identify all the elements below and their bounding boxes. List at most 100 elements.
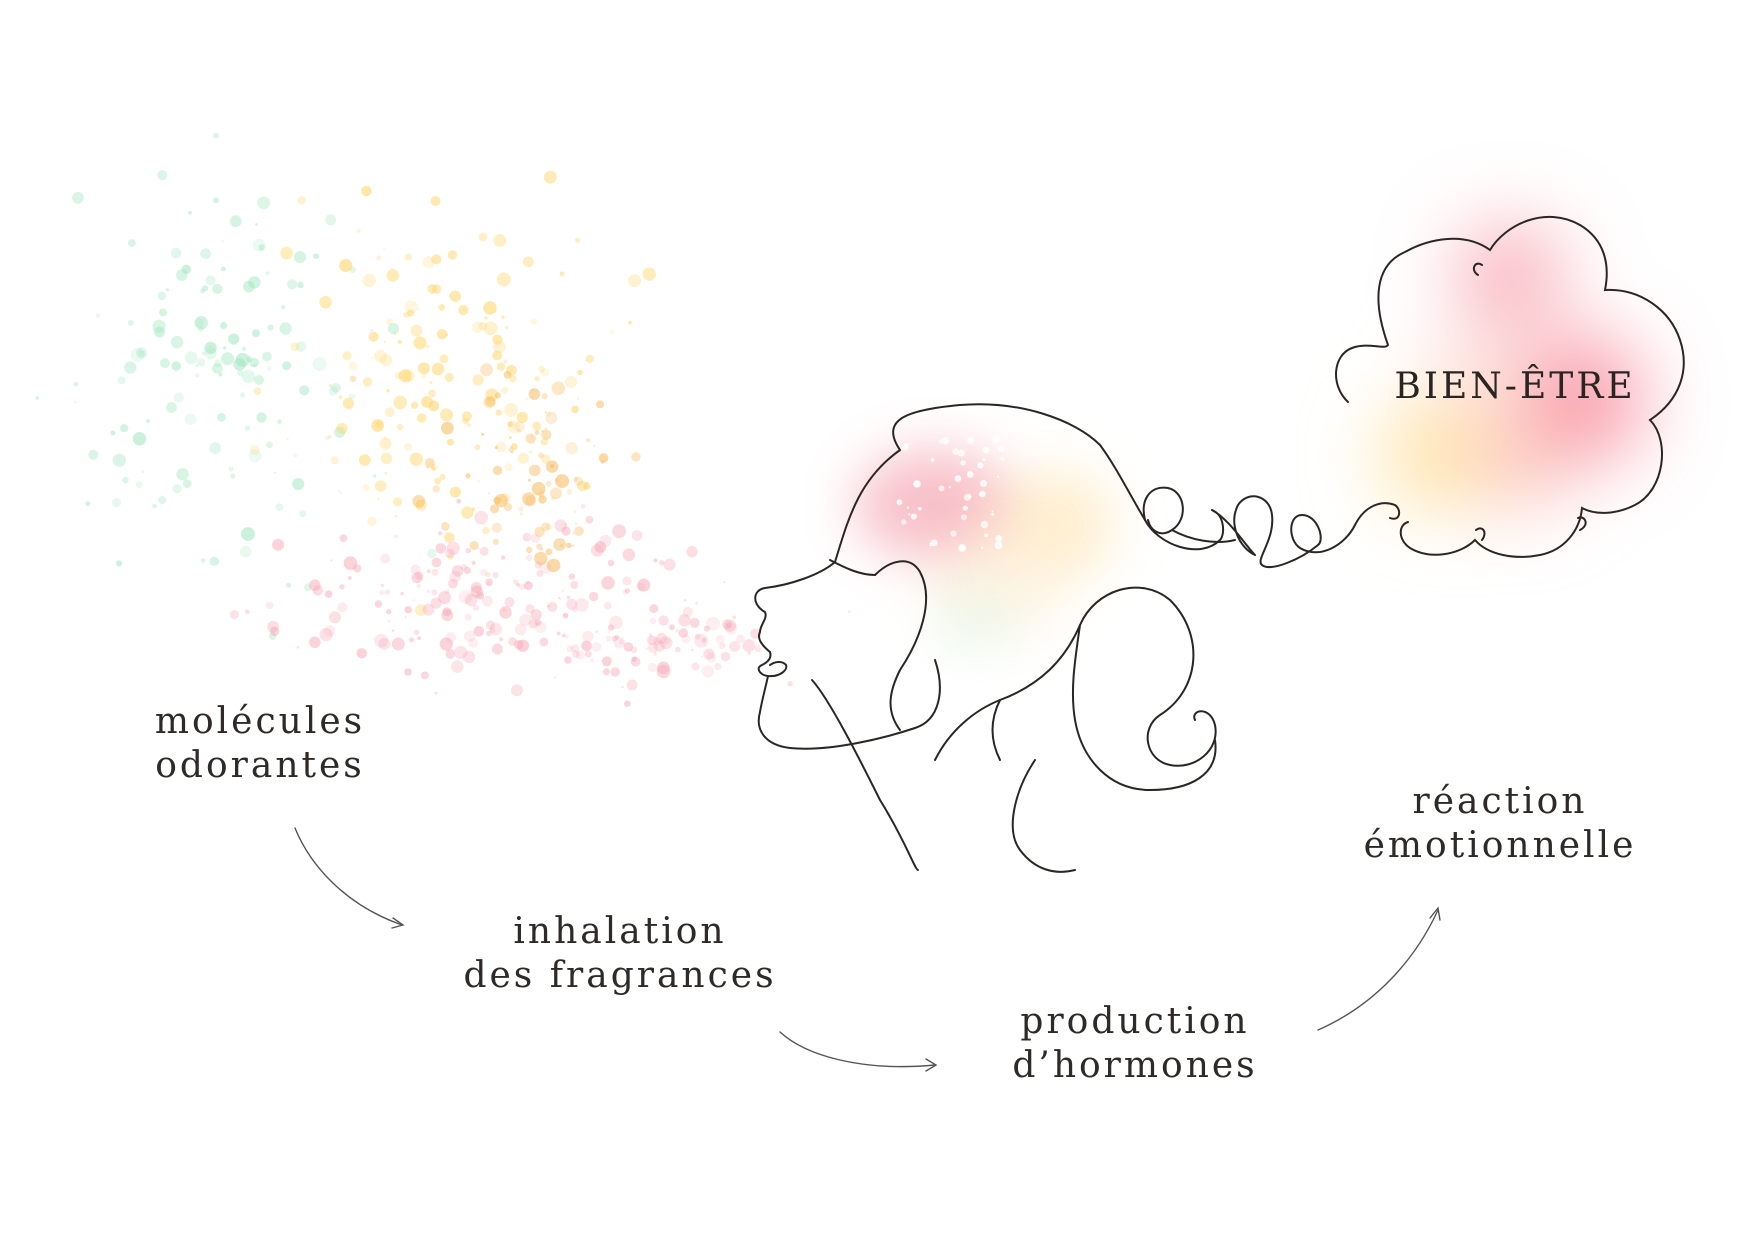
odor-particle [474, 444, 481, 451]
odor-particle [141, 470, 145, 474]
odor-particle [478, 321, 488, 331]
odor-particle [394, 514, 398, 518]
odor-particle [337, 602, 348, 613]
odor-particle [200, 558, 206, 563]
odor-particle [583, 482, 591, 490]
odor-particle [254, 375, 264, 385]
odor-particle [447, 553, 454, 560]
sparkle-dot [960, 460, 966, 466]
odor-particle [495, 409, 502, 416]
odor-particle [571, 544, 575, 547]
odor-particle [630, 646, 638, 653]
odor-particle [239, 545, 252, 558]
sparkle-dot [991, 510, 994, 513]
odor-particle [517, 452, 529, 464]
odor-particle [417, 362, 430, 375]
odor-particle [445, 548, 455, 559]
odor-particle [562, 612, 569, 619]
odor-particle [611, 635, 618, 642]
odor-particle [580, 504, 586, 509]
odor-particle [431, 568, 439, 576]
odor-particle [228, 333, 240, 345]
sparkle-dot [966, 471, 974, 478]
odor-particle [330, 456, 339, 465]
odor-particle [664, 638, 671, 645]
odor-particle [124, 361, 137, 374]
odor-particle [444, 589, 450, 595]
odor-particle [112, 453, 126, 467]
odor-particle [581, 640, 592, 652]
odor-particle [575, 598, 589, 612]
odor-particle [596, 400, 605, 409]
step-odor-molecules-line2: odorantes [155, 745, 365, 786]
odor-particle [486, 580, 492, 586]
odor-particle [280, 246, 294, 260]
odor-particle [439, 473, 446, 480]
odor-particle [525, 397, 528, 400]
odor-particle [787, 681, 793, 687]
odor-particle [432, 485, 441, 493]
odor-particle [469, 541, 479, 551]
odor-particle [255, 223, 258, 226]
odor-particle [622, 548, 636, 562]
arrow-inhalation-to-production [779, 1031, 936, 1068]
odor-particle [609, 330, 614, 335]
odor-particle [415, 499, 427, 511]
odor-particle [434, 477, 442, 485]
odor-particle [523, 581, 533, 591]
odor-particle [491, 643, 503, 655]
odor-particle [383, 248, 386, 250]
odor-particle [582, 630, 594, 642]
odor-particle [691, 648, 694, 652]
odor-particle [607, 630, 611, 634]
odor-particle [338, 490, 340, 493]
odor-particle [202, 285, 209, 292]
odor-particle [396, 423, 404, 431]
odor-particle [529, 450, 533, 454]
odor-particle [464, 613, 472, 621]
odor-particle [653, 558, 658, 563]
odor-particle [383, 436, 386, 440]
odor-particle [217, 413, 226, 422]
odor-particle [458, 590, 473, 604]
odor-particle [659, 636, 673, 650]
odor-particle [471, 560, 476, 565]
odor-particle [85, 501, 91, 506]
odor-particle [182, 479, 192, 489]
odor-particle [601, 576, 615, 590]
odor-particle [412, 599, 415, 602]
odor-particle [380, 553, 391, 564]
sparkle-dot [930, 457, 935, 463]
odor-particle [480, 363, 493, 377]
odor-particle [675, 646, 681, 653]
odor-particle [323, 625, 336, 637]
odor-particle [380, 354, 393, 367]
odor-particle [383, 340, 386, 344]
odor-particle [485, 620, 495, 630]
odor-particle [540, 437, 549, 446]
odor-particle [411, 572, 423, 584]
sparkle-dot [967, 493, 972, 499]
odor-particle [293, 251, 307, 264]
odor-particle [463, 630, 476, 642]
odor-particle [524, 495, 537, 507]
odor-particle [622, 576, 632, 586]
odor-particle [489, 622, 503, 636]
odor-particle [489, 627, 496, 633]
odor-particle [328, 386, 339, 396]
odor-particle [721, 619, 733, 630]
odor-particle [194, 373, 200, 378]
odor-particle [431, 557, 442, 568]
odor-particle [463, 566, 471, 575]
odor-particle [245, 609, 250, 614]
odor-particle [374, 633, 389, 648]
odor-particle [647, 662, 658, 673]
odor-particle [410, 324, 423, 337]
odor-particle [637, 578, 651, 592]
odor-particle [494, 392, 501, 399]
odor-particle [566, 598, 578, 611]
odor-particle [393, 332, 397, 335]
odor-particle [176, 468, 189, 481]
odor-particle [463, 650, 476, 664]
odor-particle [339, 534, 348, 543]
